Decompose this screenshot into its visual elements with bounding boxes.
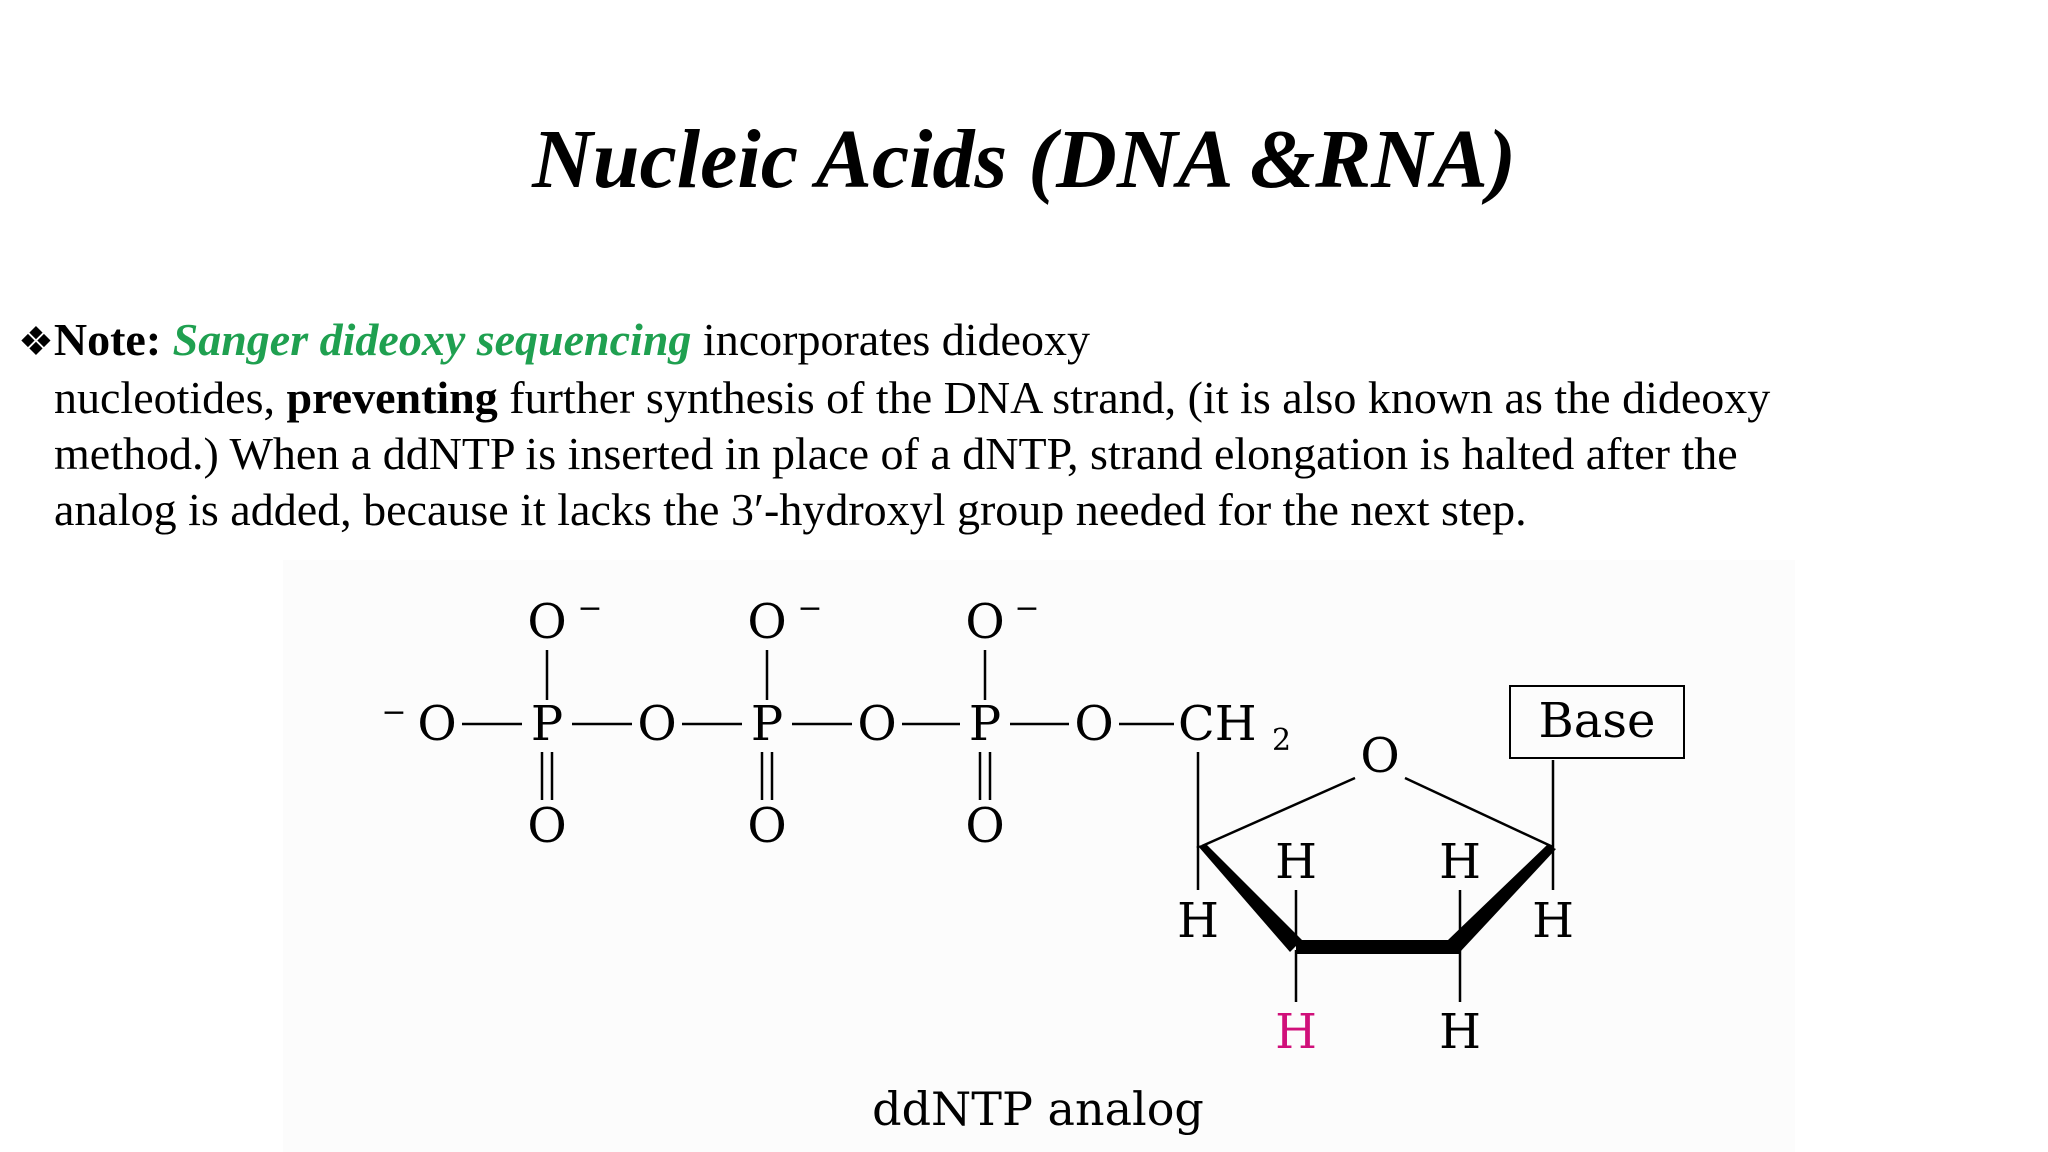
o-ring: O — [1360, 728, 1399, 784]
o-bridge-2: O — [857, 696, 896, 752]
charge-minus-top-1: − — [577, 591, 602, 626]
h-c2-prime-bottom: H — [1439, 1004, 1481, 1060]
charge-minus-top-3: − — [1014, 591, 1039, 626]
four-diamond-bullet-icon: ❖ — [18, 319, 54, 364]
page-title: Nucleic Acids (DNA &RNA) — [532, 113, 1516, 206]
charge-minus-left: − — [381, 695, 406, 730]
o-bridge-1: O — [637, 696, 676, 752]
h-c4-prime: H — [1177, 893, 1219, 949]
p-atom-1: P — [531, 696, 563, 752]
h-3prime-missing-oh: H — [1275, 1004, 1317, 1060]
p-atom-3: P — [969, 696, 1001, 752]
o-minus-top-3: O — [965, 594, 1004, 650]
base-box — [1509, 685, 1685, 759]
p-atom-2: P — [751, 696, 783, 752]
diagram-caption: ddNTP analog — [872, 1082, 1204, 1136]
note-text-2b: further synthesis of the DNA strand, (it… — [497, 372, 1771, 423]
note-line-4: analog is added, because it lacks the 3′… — [54, 484, 1527, 535]
ch2-subscript: 2 — [1272, 723, 1291, 758]
note-line-1: ❖Note: Sanger dideoxy sequencing incorpo… — [18, 312, 2028, 370]
highlight-term: Sanger dideoxy sequencing — [172, 314, 692, 365]
o-minus-top-2: O — [747, 594, 786, 650]
o-double-2: O — [747, 798, 786, 854]
charge-minus-top-2: − — [797, 591, 822, 626]
h-c1-prime: H — [1532, 893, 1574, 949]
note-text-2a: nucleotides, — [54, 372, 287, 423]
ch2-group: CH — [1178, 696, 1257, 752]
o-terminal: O — [417, 696, 456, 752]
note-paragraph: ❖Note: Sanger dideoxy sequencing incorpo… — [18, 312, 2028, 538]
note-label: Note: — [53, 314, 162, 365]
base-label: Base — [1539, 693, 1656, 749]
ddntp-diagram: O − − O P O O O − P O O O − P O O CH 2 O — [283, 560, 1795, 1152]
h-c3-prime-top: H — [1275, 834, 1317, 890]
o-bridge-3: O — [1074, 696, 1113, 752]
o-double-3: O — [965, 798, 1004, 854]
o-minus-top-1: O — [527, 594, 566, 650]
h-c2-prime-top: H — [1439, 834, 1481, 890]
note-text-1: incorporates dideoxy — [691, 314, 1090, 365]
o-double-1: O — [527, 798, 566, 854]
note-line-3: method.) When a ddNTP is inserted in pla… — [54, 428, 1738, 479]
note-line-2: nucleotides, preventing further synthesi… — [18, 370, 2028, 426]
preventing-bold: preventing — [286, 372, 498, 423]
